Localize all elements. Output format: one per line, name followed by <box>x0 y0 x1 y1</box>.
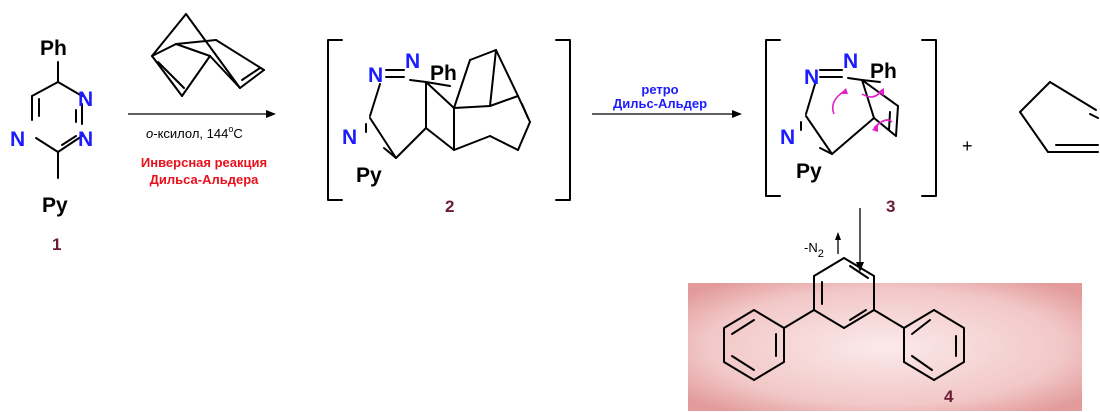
product-4 <box>688 257 1082 411</box>
degree-sign: o <box>228 124 233 134</box>
solvent-prefix: o <box>146 126 153 141</box>
retro-label-line2: Дильс-Альдер <box>613 96 707 111</box>
solvent-text: -ксилол, 144 <box>153 126 228 141</box>
cyclopentadiene <box>1019 81 1099 153</box>
nitrogen-label: N <box>78 128 93 151</box>
compound-number-3: 3 <box>886 197 895 216</box>
reaction-arrow-2: ретро Дильс-Альдер <box>592 82 742 118</box>
nitrogen-label: N <box>342 126 357 149</box>
reaction-name-line1: Инверсная реакция <box>141 155 267 170</box>
nitrogen-label: N <box>804 66 819 89</box>
product-highlight-box <box>688 283 1082 411</box>
compound-1-triazine: Ph N N N Py 1 <box>10 37 93 254</box>
norbornadiene <box>151 13 265 97</box>
nitrogen-label: N <box>368 64 383 87</box>
nitrogen-label: N <box>843 50 858 73</box>
plus-sign: + <box>962 136 973 156</box>
phenyl-label: Ph <box>430 62 457 85</box>
phenyl-label: Ph <box>870 60 897 83</box>
compound-number-2: 2 <box>445 197 454 216</box>
phenyl-label: Ph <box>40 37 67 60</box>
intermediate-3: N N Ph N Py 3 <box>765 39 937 216</box>
reaction-arrow-3: -N2 <box>804 208 864 272</box>
compound-number-4: 4 <box>944 387 954 406</box>
temperature-unit: C <box>233 126 242 141</box>
svg-text:o-ксилол, 144oC: o-ксилол, 144oC <box>146 124 243 141</box>
pyridyl-label: Py <box>356 164 382 187</box>
retro-label-line1: ретро <box>641 82 678 97</box>
reaction-arrow-1: o-ксилол, 144oC Инверсная реакция Дильса… <box>128 110 276 187</box>
nitrogen-label: N <box>780 126 795 149</box>
nitrogen-label: N <box>10 128 25 151</box>
nitrogen-loss-label: -N2 <box>804 240 824 260</box>
intermediate-2: N N Ph N Py 2 <box>327 39 571 216</box>
pyridyl-label: Py <box>796 160 822 183</box>
compound-number-1: 1 <box>52 235 61 254</box>
pyridyl-label: Py <box>42 194 68 217</box>
reaction-name-line2: Дильса-Альдера <box>150 172 260 187</box>
nitrogen-label: N <box>405 50 420 73</box>
nitrogen-label: N <box>78 88 93 111</box>
